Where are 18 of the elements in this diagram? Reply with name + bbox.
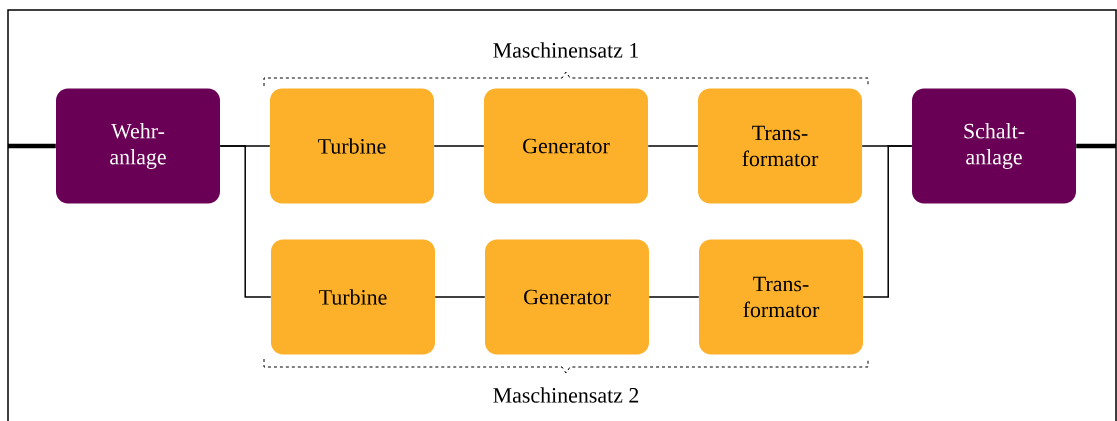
connector-line <box>433 145 485 147</box>
component-box: Turbine <box>270 88 434 204</box>
facility-box: Schalt- anlage <box>912 88 1076 204</box>
component-box: Generator <box>484 88 648 204</box>
connector-line <box>648 296 700 298</box>
component-box: Trans- formator <box>698 88 862 204</box>
facility-box: Wehr- anlage <box>56 88 220 204</box>
connector-line <box>8 143 56 149</box>
component-box: Generator <box>485 239 649 355</box>
group-label: Maschinensatz 2 <box>493 387 639 403</box>
connector-line <box>1076 143 1116 149</box>
connector-line <box>434 296 486 298</box>
component-box: Trans- formator <box>699 239 863 355</box>
component-box: Turbine <box>271 239 435 355</box>
connector-line <box>862 145 913 298</box>
connector-line <box>219 145 272 298</box>
group-label: Maschinensatz 1 <box>493 42 639 58</box>
connector-line <box>647 145 699 147</box>
